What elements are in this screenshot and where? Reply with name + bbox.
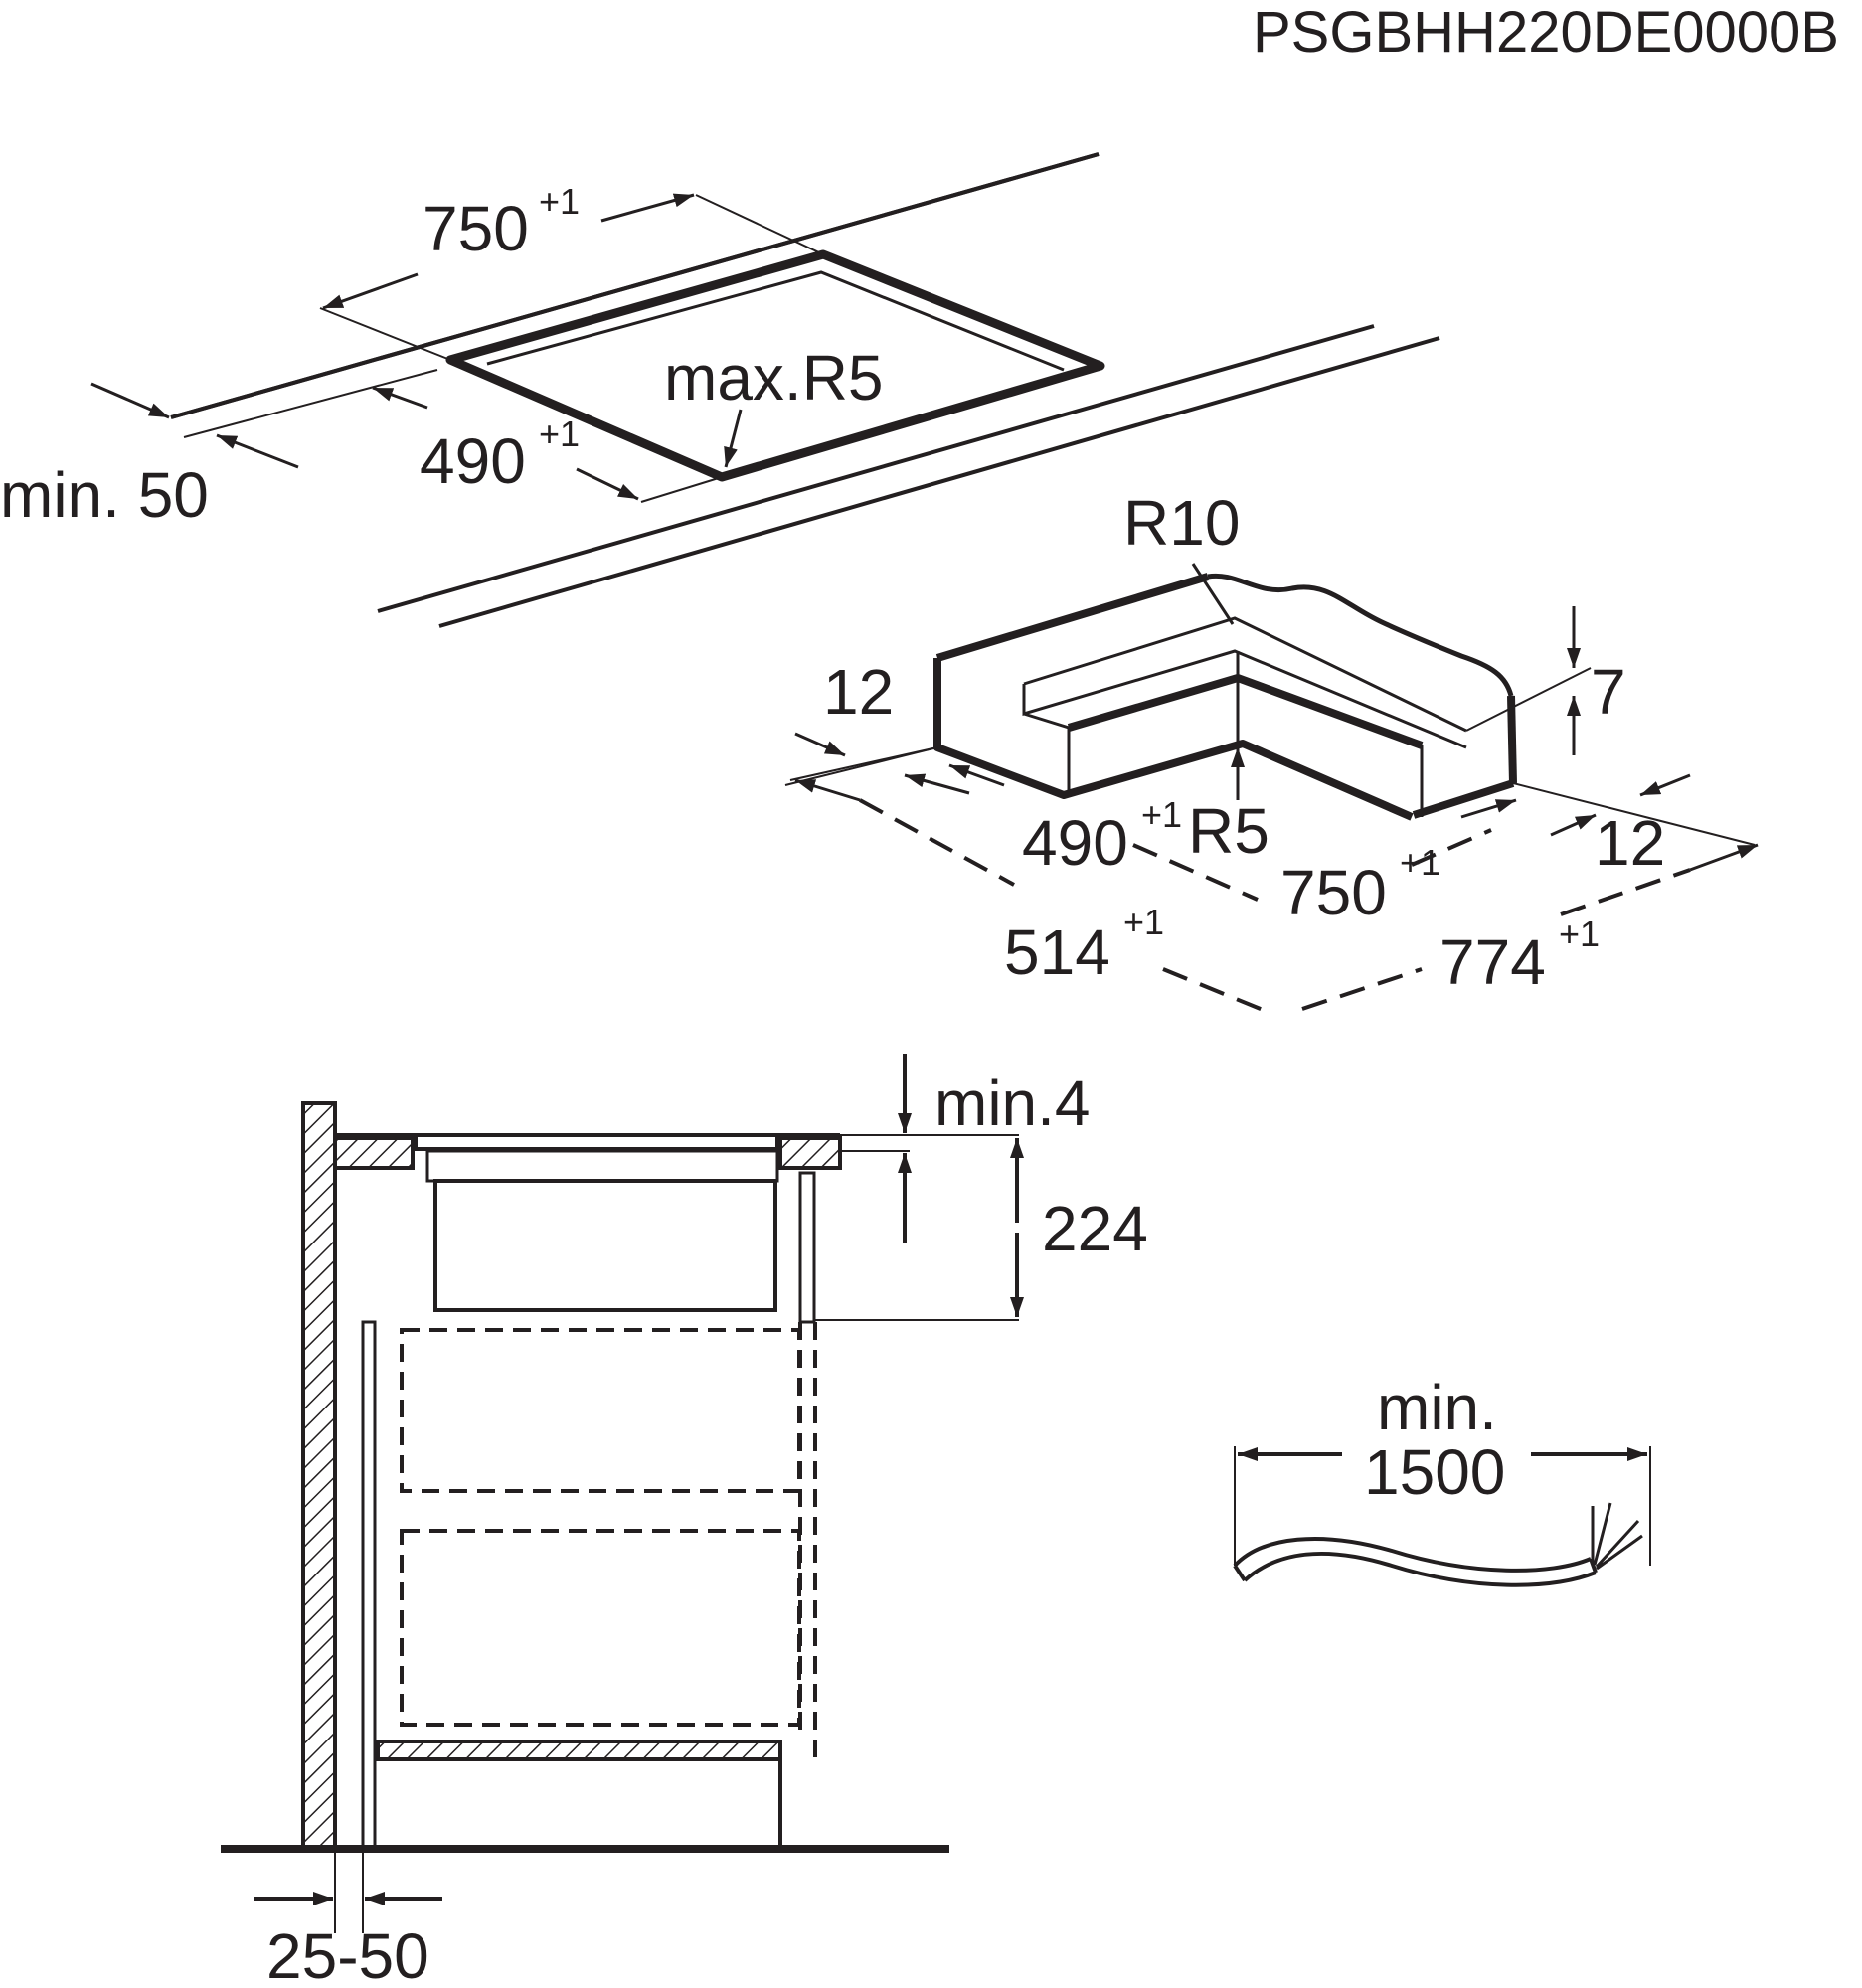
label-inner-depth-tol: +1 [1141, 794, 1182, 835]
cabinet-bottom [376, 1740, 782, 1761]
top-view [90, 152, 1440, 628]
dim-min50-arrow-bottom [216, 433, 299, 469]
worktop-right [778, 1136, 842, 1170]
label-cutout-width: 750 [423, 193, 529, 264]
section-view [221, 1054, 1024, 1933]
drawer-lower [400, 1529, 801, 1727]
cable-view [1233, 1446, 1651, 1587]
label-inner-width-tol: +1 [1400, 842, 1440, 883]
ext-inner-right [1422, 815, 1571, 817]
label-cable-min: min. [1377, 1372, 1497, 1443]
leader-max-r5 [724, 409, 743, 468]
dim-12-left-arrow [794, 732, 846, 757]
cutout-outline [445, 249, 1105, 482]
front-side-panel [798, 1171, 816, 1324]
label-cable-length: 1500 [1364, 1436, 1505, 1508]
document-code: PSGBHH220DE0000B [1253, 0, 1839, 65]
label-outer-radius: R10 [1123, 487, 1240, 559]
back-wall [301, 1101, 337, 1849]
label-cutout-depth-tol: +1 [539, 414, 580, 454]
power-cable [1233, 1537, 1597, 1587]
cutout-inner-edge [486, 270, 1065, 372]
hob-body [433, 1179, 777, 1312]
worktop-front-edge-2 [438, 336, 1440, 628]
dim-inner750-dash [1411, 828, 1492, 867]
dim-490-arrow-bottom [576, 467, 639, 501]
label-rebate-width-left: 12 [823, 656, 894, 728]
dim-inner-dash-mid [1132, 843, 1259, 902]
label-outer-width-tol: +1 [1559, 913, 1600, 954]
label-top-gap: min.4 [934, 1068, 1091, 1139]
worktop-left [333, 1136, 415, 1170]
dim-750-arrow-left [322, 272, 419, 310]
leader-r10 [1191, 563, 1235, 625]
cabinet-back-panel [361, 1320, 377, 1849]
dim-774-arrow [1689, 843, 1759, 872]
ext-7-top [1465, 667, 1592, 732]
drawer-upper [400, 1328, 801, 1493]
dim-750-arrow-right [600, 193, 695, 223]
dim-inner750-arrow [1460, 798, 1517, 819]
label-rebate-depth: 7 [1591, 656, 1626, 728]
hob-glass [414, 1133, 779, 1151]
label-cutout-width-tol: +1 [539, 181, 580, 222]
dim-inner490-arrow [904, 773, 970, 795]
label-inner-width: 750 [1280, 857, 1387, 928]
ext-outer-right [1512, 782, 1756, 846]
label-outer-depth-tol: +1 [1123, 902, 1164, 942]
rebate-step-back [1022, 616, 1467, 749]
flush-right-bottom [1412, 779, 1515, 819]
dim-inner490-arrow-2 [948, 763, 1005, 787]
dim-514-dash-upper [859, 798, 1015, 887]
dim-12-right-arrow-a [1550, 813, 1597, 837]
dim-outer-dash-lower [1162, 967, 1273, 1016]
rebate-inner-thick [1067, 674, 1240, 732]
dim-min50-arrow-top [90, 382, 170, 419]
flush-view [784, 563, 1759, 1016]
dim-outer-dash-bottom-right [1301, 967, 1423, 1011]
hob-frame [425, 1149, 779, 1183]
label-appliance-height: 224 [1042, 1193, 1148, 1264]
label-corner-radius: max.R5 [664, 342, 884, 414]
flush-outer-outline [933, 573, 1414, 821]
ext-line-750-right [695, 194, 824, 255]
worktop-front-edge [377, 324, 1375, 613]
dim-12-right-arrow-b [1639, 773, 1691, 797]
ext-outer-left [789, 746, 938, 781]
ext-line-490 [640, 476, 723, 503]
label-inner-depth: 490 [1022, 807, 1128, 879]
worktop-back-edge-b [170, 152, 1100, 419]
label-outer-width: 774 [1439, 926, 1546, 998]
dim-774-dash [1560, 868, 1691, 916]
cable-wires [1591, 1502, 1643, 1571]
dim-514-arrow [794, 778, 861, 802]
dim-490-arrow-top [372, 386, 428, 410]
flush-right-end [1507, 695, 1517, 784]
rebate-inner-right [1236, 674, 1424, 749]
label-edge-distance: min. 50 [0, 459, 209, 531]
label-rebate-width-right: 12 [1595, 807, 1665, 879]
ext-7-bottom [1513, 696, 1591, 741]
label-outer-depth: 514 [1004, 916, 1110, 988]
label-cutout-depth: 490 [420, 425, 526, 497]
label-wall-gap: 25-50 [266, 1920, 429, 1988]
worktop-side-ref [183, 369, 438, 438]
break-line [1207, 573, 1514, 697]
label-inner-radius: R5 [1188, 795, 1270, 867]
ext-line-750-left [319, 307, 451, 361]
